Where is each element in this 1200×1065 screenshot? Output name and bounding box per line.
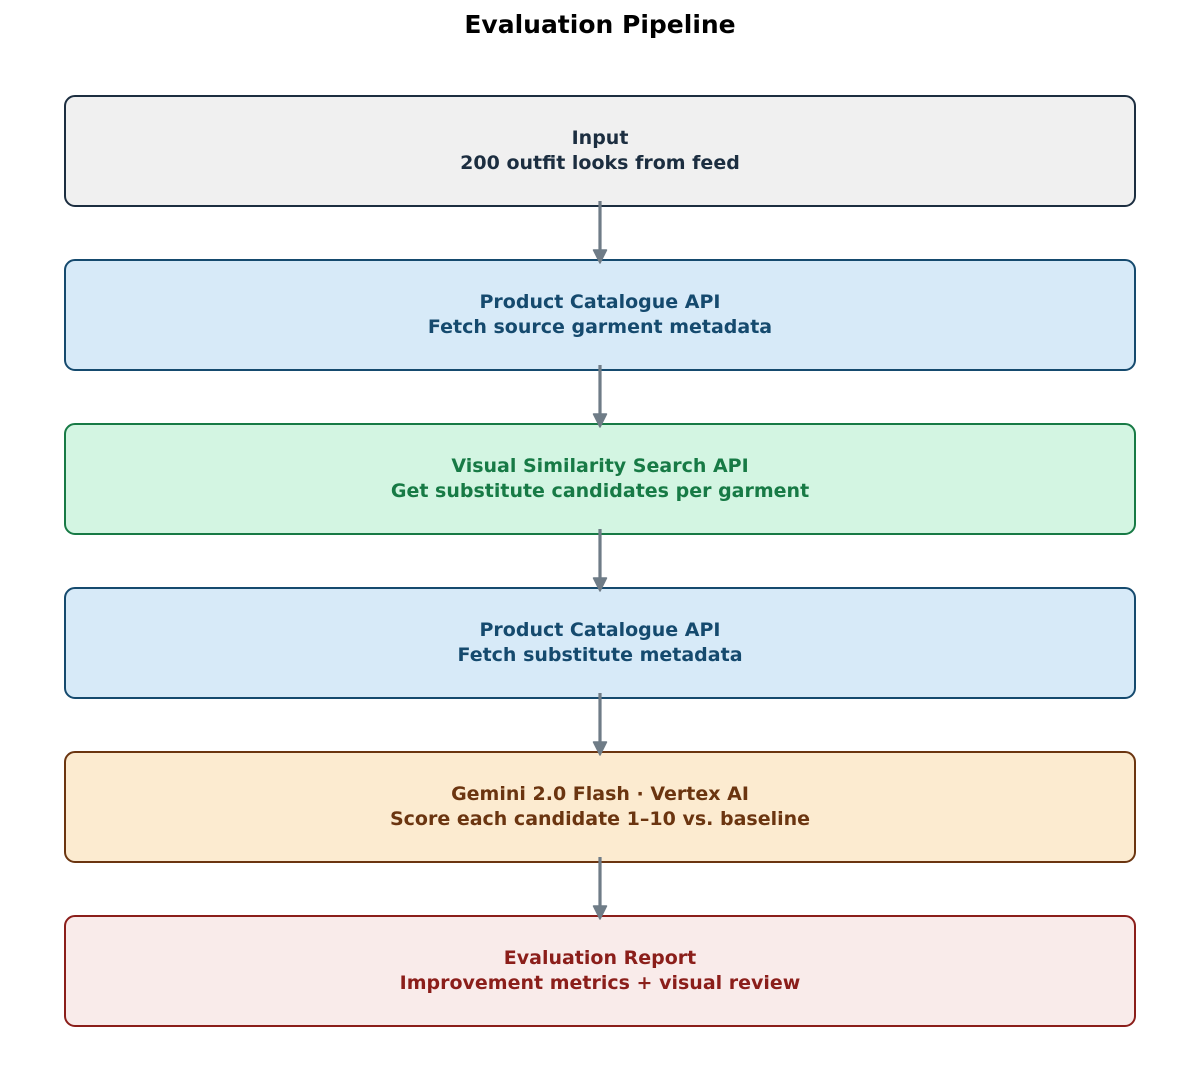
diagram-title: Evaluation Pipeline xyxy=(464,10,736,39)
stage-heading: Product Catalogue API xyxy=(479,291,721,313)
stage-detail: Get substitute candidates per garment xyxy=(390,480,810,502)
stage-detail: Score each candidate 1–10 vs. baseline xyxy=(389,808,811,830)
stage-detail: Improvement metrics + visual review xyxy=(399,972,801,994)
flow-arrow xyxy=(592,365,608,428)
flow-arrow xyxy=(592,529,608,592)
stage-detail: Fetch source garment metadata xyxy=(427,316,773,338)
flow-arrow xyxy=(592,857,608,920)
stage-input: Input 200 outfit looks from feed xyxy=(64,95,1136,207)
stage-heading: Product Catalogue API xyxy=(479,619,721,641)
stage-product-catalogue-substitute: Product Catalogue API Fetch substitute m… xyxy=(64,587,1136,699)
stage-visual-similarity-search: Visual Similarity Search API Get substit… xyxy=(64,423,1136,535)
flow-arrow xyxy=(592,201,608,264)
stage-product-catalogue-source: Product Catalogue API Fetch source garme… xyxy=(64,259,1136,371)
stage-heading: Input xyxy=(571,127,629,149)
stage-heading: Visual Similarity Search API xyxy=(451,455,749,477)
stage-heading: Evaluation Report xyxy=(503,947,697,969)
stage-detail: Fetch substitute metadata xyxy=(457,644,743,666)
stage-evaluation-report: Evaluation Report Improvement metrics + … xyxy=(64,915,1136,1027)
flow-arrow xyxy=(592,693,608,756)
stage-detail: 200 outfit looks from feed xyxy=(460,152,740,174)
stage-gemini-scoring: Gemini 2.0 Flash · Vertex AI Score each … xyxy=(64,751,1136,863)
stage-heading: Gemini 2.0 Flash · Vertex AI xyxy=(451,783,749,805)
